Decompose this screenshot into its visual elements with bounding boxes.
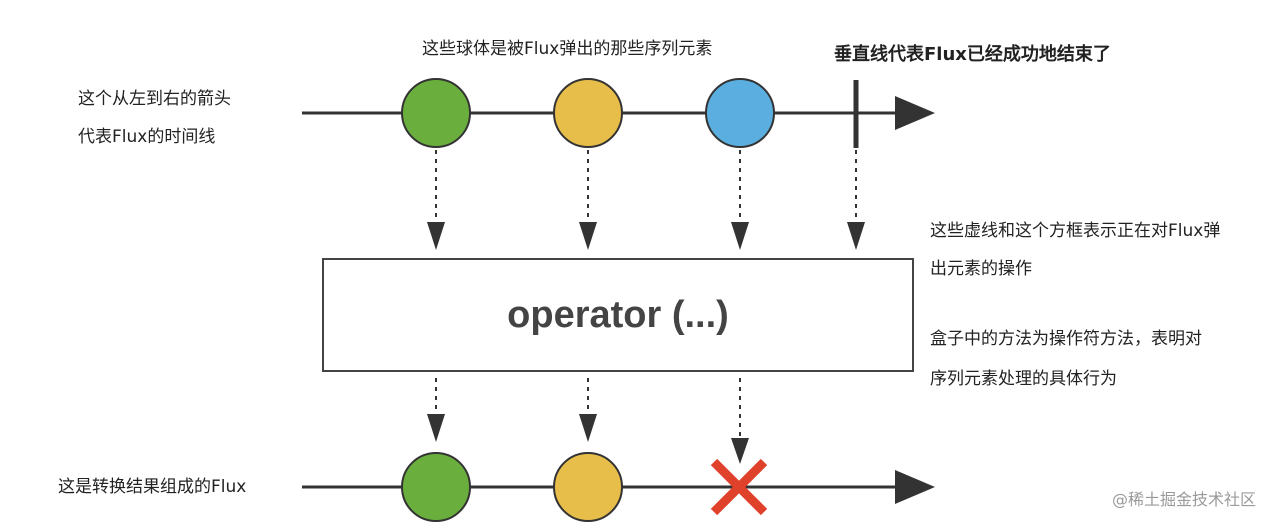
- operator-method-description-line1: 盒子中的方法为操作符方法，表明对: [930, 329, 1202, 349]
- timeline-description-line2: 代表Flux的时间线: [78, 127, 216, 147]
- dotted-arrow-1: [427, 222, 445, 250]
- dotted-arrow-5: [427, 414, 445, 442]
- marble-blue: [705, 78, 775, 148]
- dotted-arrow-7: [731, 438, 749, 464]
- timeline-description-line1: 这个从左到右的箭头: [78, 89, 231, 109]
- operation-description-line2: 出元素的操作: [930, 259, 1032, 279]
- error-x-icon: [710, 458, 768, 516]
- result-timeline-arrowhead: [895, 470, 935, 504]
- completion-description: 垂直线代表Flux已经成功地结束了: [834, 44, 1111, 65]
- dotted-arrow-6: [579, 414, 597, 442]
- operation-description-line1: 这些虚线和这个方框表示正在对Flux弹: [930, 221, 1221, 241]
- operator-method-description-line2: 序列元素处理的具体行为: [930, 369, 1117, 389]
- dotted-arrow-3: [731, 222, 749, 250]
- watermark: @稀土掘金技术社区: [1111, 490, 1256, 509]
- result-marble-green: [401, 452, 471, 522]
- marble-green: [401, 78, 471, 148]
- dotted-arrow-2: [579, 222, 597, 250]
- marble-yellow: [553, 78, 623, 148]
- operator-label: operator (...): [507, 293, 729, 336]
- result-description: 这是转换结果组成的Flux: [58, 477, 247, 497]
- source-timeline-arrowhead: [895, 96, 935, 130]
- marbles-description: 这些球体是被Flux弹出的那些序列元素: [422, 39, 713, 59]
- operator-box: operator (...): [322, 258, 914, 372]
- result-marble-yellow: [553, 452, 623, 522]
- dotted-arrow-4: [847, 222, 865, 250]
